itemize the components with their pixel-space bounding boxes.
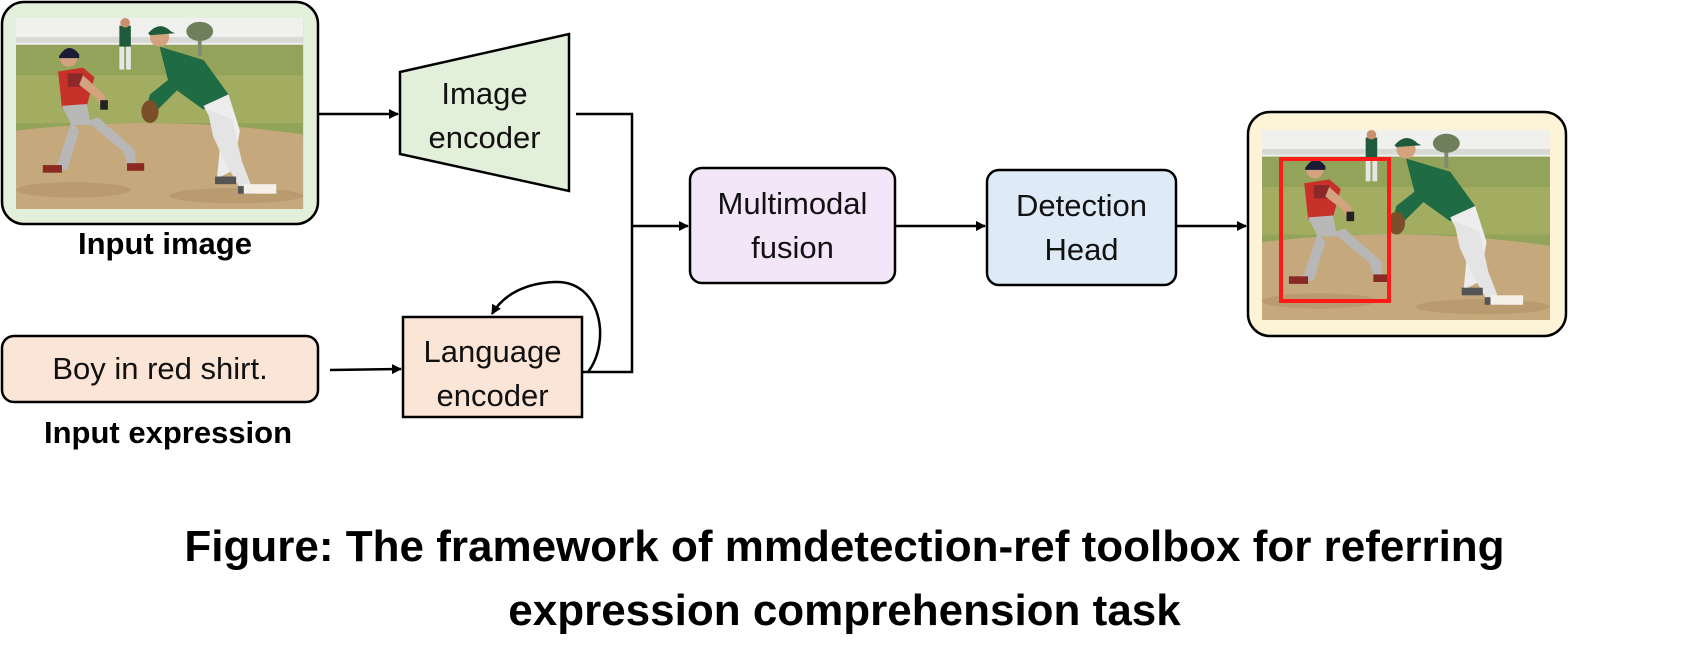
input-expression-box <box>0 334 320 404</box>
detection-head-node <box>985 168 1178 287</box>
figure-caption: Figure: The framework of mmdetection-ref… <box>0 515 1689 643</box>
language-encoder-node <box>401 315 584 419</box>
image-encoder-label: Image encoder <box>428 76 541 155</box>
image-encoder-node <box>398 32 571 193</box>
language-encoder-loop-arrow <box>490 280 602 373</box>
multimodal-fusion-label: Multimodal fusion <box>717 186 868 265</box>
caption-line-2: expression comprehension task <box>508 586 1181 635</box>
input-expression-label: Input expression <box>44 415 293 450</box>
detection-bounding-box <box>1279 157 1391 303</box>
connector-encoders-merge <box>576 112 634 374</box>
input-image <box>16 18 304 210</box>
arrow-expression-to-encoder <box>329 364 402 375</box>
detection-head-label: Detection Head <box>1016 188 1147 267</box>
expression-text: Boy in red shirt. <box>52 351 268 386</box>
caption-line-1: Figure: The framework of mmdetection-ref… <box>184 522 1505 571</box>
language-encoder-label: Language encoder <box>423 334 562 413</box>
input-image-label: Input image <box>78 226 252 261</box>
